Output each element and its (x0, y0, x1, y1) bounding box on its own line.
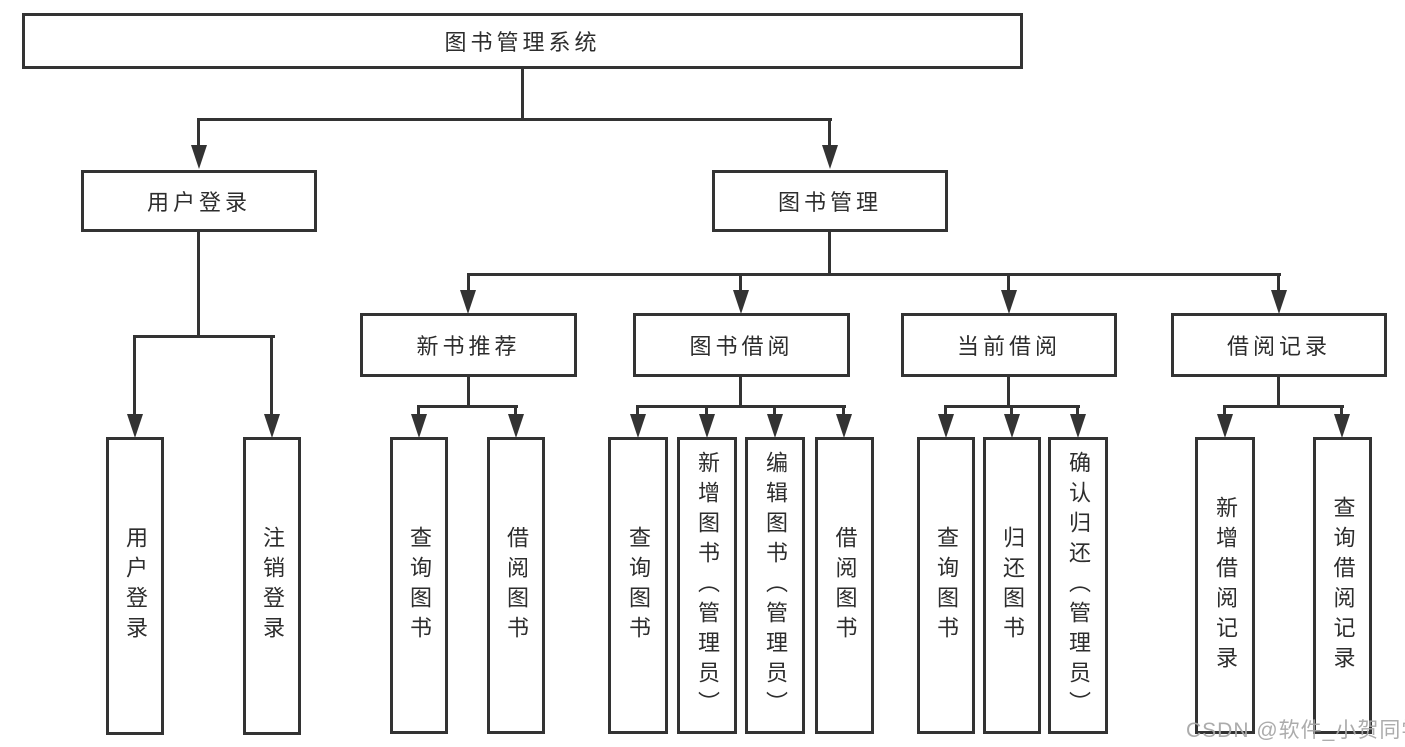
node-leaf-cb-confirm-return: 确认归还（管理员） (1048, 437, 1108, 734)
node-user-login-label: 用户登录 (146, 190, 251, 215)
arrowhead-down-icon (1271, 290, 1287, 314)
node-leaf-br-query-record-label: 查询借阅记录 (1330, 495, 1356, 676)
connector-line (1007, 377, 1010, 407)
arrowhead-down-icon (1004, 414, 1020, 438)
node-new-book-recommend-label: 新书推荐 (416, 334, 521, 359)
connector-line (828, 118, 831, 148)
node-leaf-bb-add-book: 新增图书（管理员） (677, 437, 737, 734)
connector-line (417, 405, 420, 417)
node-leaf-br-add-record: 新增借阅记录 (1195, 437, 1255, 734)
arrowhead-down-icon (630, 414, 646, 438)
arrowhead-down-icon (1217, 414, 1233, 438)
node-leaf-cb-query-book-label: 查询图书 (934, 525, 959, 646)
connector-line (944, 405, 1080, 408)
node-root-label: 图书管理系统 (444, 30, 601, 55)
connector-line (828, 232, 831, 275)
node-leaf-nb-borrow-book-label: 借阅图书 (504, 525, 529, 646)
arrowhead-down-icon (938, 414, 954, 438)
connector-line (197, 118, 832, 121)
node-leaf-cb-query-book: 查询图书 (917, 437, 975, 734)
node-root: 图书管理系统 (22, 13, 1023, 69)
node-user-login: 用户登录 (81, 170, 317, 232)
node-leaf-br-query-record: 查询借阅记录 (1313, 437, 1372, 734)
node-leaf-bb-borrow-book-label: 借阅图书 (832, 525, 858, 646)
arrowhead-down-icon (1070, 414, 1086, 438)
node-leaf-br-add-record-label: 新增借阅记录 (1213, 495, 1238, 676)
connector-line (133, 335, 275, 338)
connector-line (739, 377, 742, 407)
node-leaf-user-login-label: 用户登录 (123, 526, 148, 646)
connector-line (1277, 273, 1280, 293)
csdn-watermark: CSDN @软件_小贺同学 (1186, 719, 1405, 742)
arrowhead-down-icon (733, 290, 749, 314)
node-leaf-user-login: 用户登录 (106, 437, 164, 735)
node-leaf-logout-label: 注销登录 (260, 526, 285, 646)
node-leaf-bb-add-book-label: 新增图书（管理员） (695, 450, 720, 721)
node-leaf-cb-return-book: 归还图书 (983, 437, 1041, 734)
node-borrowing-records: 借阅记录 (1171, 313, 1387, 377)
connector-line (514, 405, 517, 417)
node-book-management: 图书管理 (712, 170, 948, 232)
node-current-borrowing: 当前借阅 (901, 313, 1117, 377)
connector-line (739, 273, 742, 293)
arrowhead-down-icon (1001, 290, 1017, 314)
node-borrowing-records-label: 借阅记录 (1226, 334, 1331, 359)
connector-line (133, 335, 136, 417)
arrowhead-down-icon (191, 145, 207, 169)
connector-line (1223, 405, 1344, 408)
node-leaf-bb-query-book: 查询图书 (608, 437, 668, 734)
connector-line (705, 405, 708, 417)
connector-line (1340, 405, 1343, 417)
connector-line (1223, 405, 1226, 417)
node-leaf-nb-borrow-book: 借阅图书 (487, 437, 545, 734)
arrowhead-down-icon (699, 414, 715, 438)
arrowhead-down-icon (264, 414, 280, 438)
connector-line (636, 405, 639, 417)
arrowhead-down-icon (836, 414, 852, 438)
node-leaf-nb-query-book: 查询图书 (390, 437, 448, 734)
connector-line (521, 69, 524, 120)
arrowhead-down-icon (127, 414, 143, 438)
node-leaf-bb-edit-book-label: 编辑图书（管理员） (763, 450, 788, 721)
node-leaf-bb-borrow-book: 借阅图书 (815, 437, 874, 734)
node-book-borrowing: 图书借阅 (633, 313, 850, 377)
arrowhead-down-icon (822, 145, 838, 169)
connector-line (197, 118, 200, 148)
node-leaf-bb-edit-book: 编辑图书（管理员） (745, 437, 805, 734)
connector-line (1076, 405, 1079, 417)
connector-line (467, 273, 1281, 276)
node-new-book-recommend: 新书推荐 (360, 313, 577, 377)
connector-line (944, 405, 947, 417)
node-book-management-label: 图书管理 (777, 190, 882, 215)
arrowhead-down-icon (460, 290, 476, 314)
arrowhead-down-icon (1334, 414, 1350, 438)
node-leaf-bb-query-book-label: 查询图书 (626, 525, 651, 646)
node-leaf-logout: 注销登录 (243, 437, 301, 735)
connector-line (1010, 405, 1013, 417)
arrowhead-down-icon (411, 414, 427, 438)
connector-line (773, 405, 776, 417)
arrowhead-down-icon (508, 414, 524, 438)
node-book-borrowing-label: 图书借阅 (689, 334, 794, 359)
connector-line (197, 232, 200, 337)
node-leaf-cb-confirm-return-label: 确认归还（管理员） (1066, 450, 1091, 721)
node-leaf-nb-query-book-label: 查询图书 (407, 525, 432, 646)
connector-line (1277, 377, 1280, 407)
arrowhead-down-icon (767, 414, 783, 438)
connector-line (1007, 273, 1010, 293)
connector-line (842, 405, 845, 417)
node-current-borrowing-label: 当前借阅 (956, 334, 1061, 359)
connector-line (467, 377, 470, 407)
connector-line (270, 335, 273, 417)
connector-line (467, 273, 470, 293)
node-leaf-cb-return-book-label: 归还图书 (1000, 525, 1025, 646)
